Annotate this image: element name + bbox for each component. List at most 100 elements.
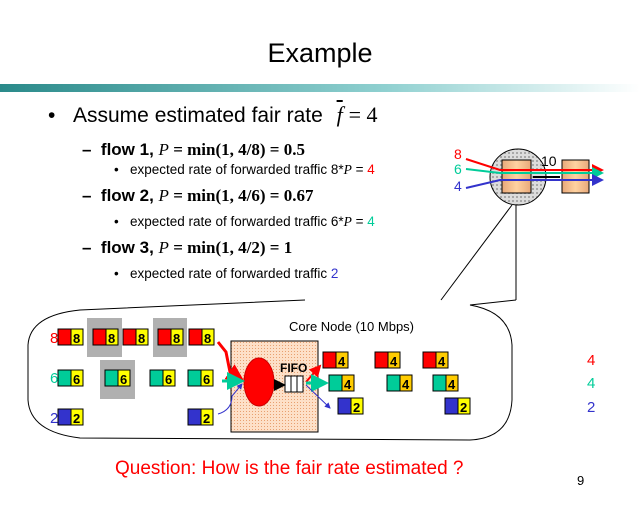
packet-body (444, 397, 459, 415)
in-rate-blue: 2 (50, 410, 58, 427)
in-rate-red: 8 (50, 330, 58, 347)
packet-body (187, 369, 202, 387)
packet-label-box (70, 408, 84, 426)
flow-blue-line (465, 174, 604, 189)
flow-2-result: 4 (367, 214, 375, 229)
packet-red: 8 (188, 328, 215, 346)
fair-rate-value: = 4 (348, 102, 378, 127)
flow-1-sub-text: expected rate of forwarded traffic 8* (129, 162, 344, 177)
packet-label-box (135, 328, 149, 346)
flow-1-line: – flow 1, P = min(1, 4/8) = 0.5 (82, 140, 305, 159)
packet-label: 8 (108, 331, 115, 346)
equals: = (351, 162, 368, 177)
flow-1-label: flow 1, (100, 140, 154, 159)
mini-rate-teal: 6 (454, 161, 462, 177)
out-rate-teal: 4 (587, 375, 595, 392)
packet-label-box (387, 351, 401, 369)
packet-label: 6 (73, 372, 80, 387)
p-var: P (158, 186, 169, 205)
flow-3-formula: = min(1, 4/2) = 1 (173, 238, 293, 257)
bullet-text: Assume estimated fair rate (73, 104, 323, 127)
packet-label: 2 (203, 411, 210, 426)
packet-teal: 6 (187, 369, 214, 387)
link-capacity: 10 (541, 153, 557, 169)
core-node-label: Core Node (10 Mbps) (289, 319, 414, 334)
flow-2-sub: • expected rate of forwarded traffic 6*P… (114, 214, 375, 229)
packet-label-box (350, 397, 364, 415)
fifo-label: FIFO (280, 361, 307, 375)
flow-3-sub-text: expected rate of forwarded traffic (129, 266, 331, 281)
packet-teal: 6 (149, 369, 176, 387)
flow-teal-line (465, 167, 604, 179)
p-var: P (158, 238, 169, 257)
packet-label: 4 (338, 354, 346, 369)
packet-teal: 4 (432, 374, 459, 392)
flow-2-line: – flow 2, P = min(1, 4/6) = 0.67 (82, 186, 314, 205)
packet-red: 4 (422, 351, 449, 369)
packet-label-box (341, 374, 355, 392)
packet-body (122, 328, 137, 346)
packet-label-box (200, 408, 214, 426)
packet-label-box (457, 397, 471, 415)
p-var: P (343, 162, 352, 177)
callout-line (440, 204, 513, 301)
packet-body (328, 374, 343, 392)
flow-1-sub: • expected rate of forwarded traffic 8*P… (114, 162, 375, 177)
packet-red: 8 (157, 328, 184, 346)
packet-teal: 6 (104, 369, 131, 387)
packet-label-box (70, 369, 84, 387)
packet-red: 8 (122, 328, 149, 346)
packet-label-box (201, 328, 215, 346)
packet-label: 4 (344, 377, 352, 392)
out-rate-red: 4 (587, 352, 595, 369)
bullet-dot: • (48, 104, 56, 127)
fair-rate-symbol: f (336, 102, 343, 127)
packet-body (432, 374, 447, 392)
packet-body (57, 408, 72, 426)
mini-rate-red: 8 (454, 146, 462, 162)
mini-network: 8 6 4 10 (440, 146, 604, 301)
dropper-ellipse (243, 357, 275, 407)
flow-3-line: – flow 3, P = min(1, 4/2) = 1 (82, 238, 293, 257)
packet-body (374, 351, 389, 369)
bullet-main: Assume estimated fair rate f = 4 (73, 102, 378, 128)
packet-body (92, 328, 107, 346)
packet-label: 8 (138, 331, 145, 346)
packet-label: 4 (448, 377, 456, 392)
flow-3-sub: • expected rate of forwarded traffic 2 (114, 266, 339, 281)
title-divider (0, 84, 640, 92)
packet-body (322, 351, 337, 369)
packet-red: 4 (374, 351, 401, 369)
out-rate-blue: 2 (587, 399, 595, 416)
packet-label: 8 (173, 331, 180, 346)
packet-label-box (200, 369, 214, 387)
packet-blue: 2 (187, 408, 214, 426)
packet-label: 6 (165, 372, 172, 387)
flow-2-sub-text: expected rate of forwarded traffic 6* (129, 214, 344, 229)
packet-label-box (335, 351, 349, 369)
packet-teal: 4 (386, 374, 413, 392)
packet-label: 4 (390, 354, 398, 369)
packet-label-box (170, 328, 184, 346)
router-box (501, 159, 532, 194)
packet-label: 2 (353, 400, 360, 415)
packet-label: 6 (203, 372, 210, 387)
flow-2-label: flow 2, (100, 186, 154, 205)
packet-blue: 2 (337, 397, 364, 415)
packet-red: 8 (92, 328, 119, 346)
packet-label-box (445, 374, 459, 392)
flow-2-formula: = min(1, 4/6) = 0.67 (173, 186, 314, 205)
packet-body (187, 408, 202, 426)
packet-body (57, 369, 72, 387)
flow-red-line (465, 158, 604, 176)
equals: = (351, 214, 368, 229)
packet-teal: 6 (57, 369, 84, 387)
packet-label: 8 (204, 331, 211, 346)
packet-blue: 2 (444, 397, 471, 415)
callout-bubble (27, 299, 517, 441)
fifo-queue (284, 375, 304, 393)
packet-label: 4 (402, 377, 410, 392)
page-number: 9 (577, 473, 585, 488)
